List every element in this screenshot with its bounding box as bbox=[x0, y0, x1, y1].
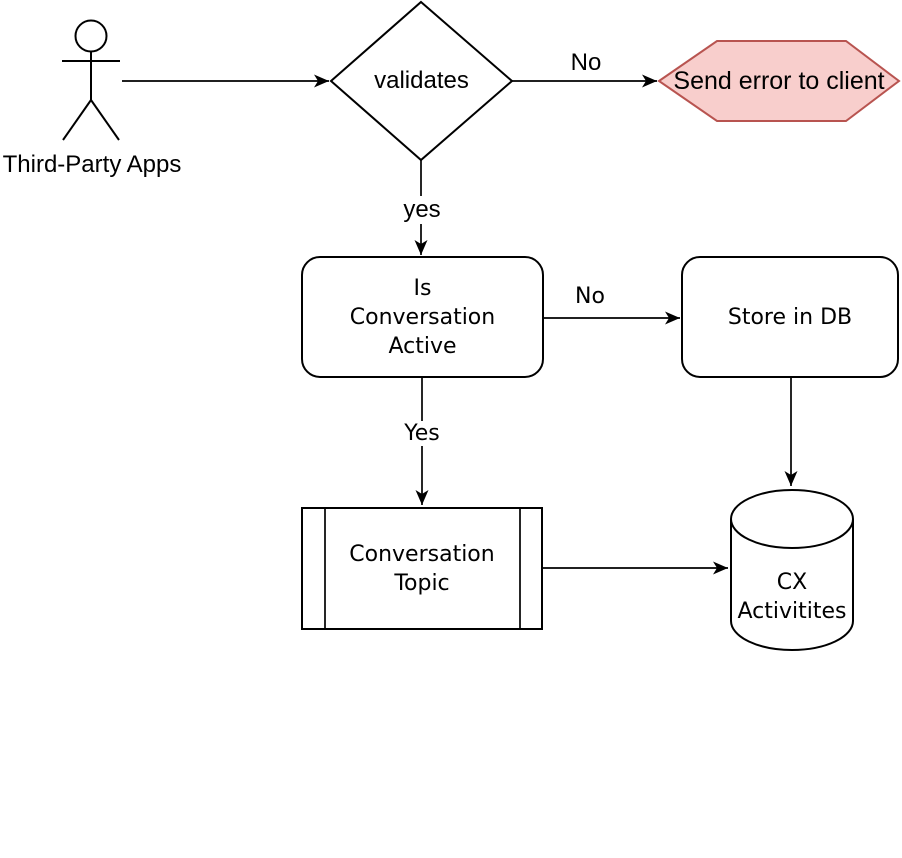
actor-leg-left bbox=[62, 99, 92, 141]
node-is-conversation-active-shape bbox=[301, 256, 544, 378]
actor-head bbox=[74, 19, 108, 53]
actor-third-party-apps bbox=[62, 19, 120, 141]
decision-validates-shape bbox=[329, 0, 514, 162]
node-store-in-db-shape bbox=[681, 256, 899, 378]
cylinder-top bbox=[730, 489, 854, 549]
actor-leg-right bbox=[90, 99, 120, 141]
node-cx-activities-shape bbox=[730, 489, 854, 651]
hexagon-send-error-shape bbox=[657, 40, 901, 122]
cylinder-body bbox=[730, 519, 854, 651]
node-conversation-topic-shape bbox=[301, 507, 543, 630]
